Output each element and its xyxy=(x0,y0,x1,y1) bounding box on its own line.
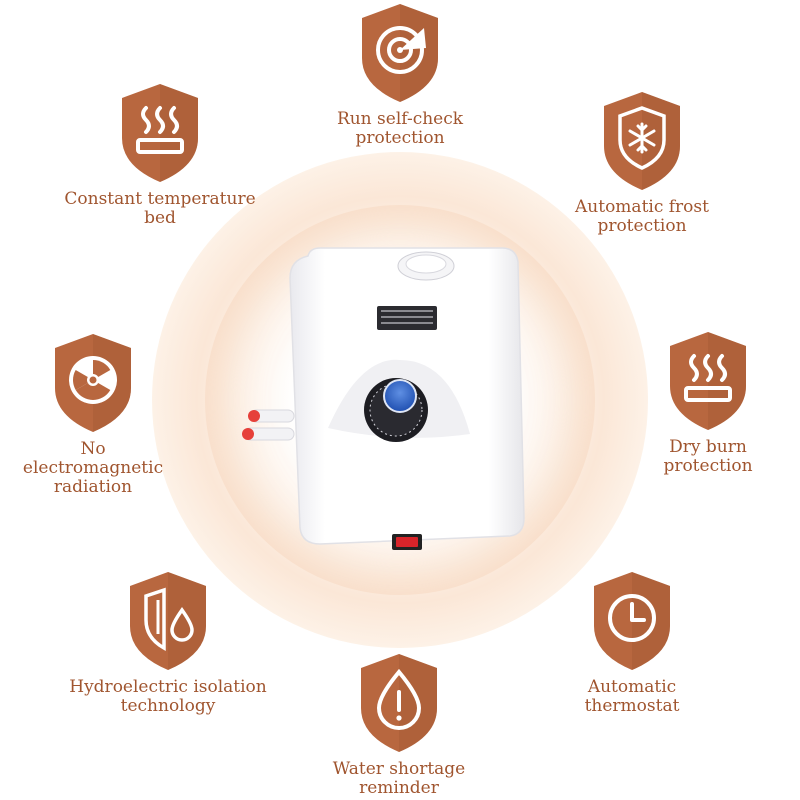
water-heater-image xyxy=(242,247,525,550)
feature-label: Hydroelectric isolation technology xyxy=(69,677,267,716)
heat-plate-icon xyxy=(122,84,198,182)
gauge-icon xyxy=(362,4,438,102)
heat-plate-icon xyxy=(670,332,746,430)
feature-run-self-check: Run self-check protection xyxy=(280,2,520,148)
feature-constant-temperature: Constant temperature bed xyxy=(40,82,280,228)
feature-no-radiation: No electromagnetic radiation xyxy=(0,332,213,497)
feature-automatic-frost: Automatic frost protection xyxy=(522,90,762,236)
feature-label: No electromagnetic radiation xyxy=(22,439,164,497)
feature-label: Automatic thermostat xyxy=(584,677,680,716)
feature-label: Automatic frost protection xyxy=(575,197,709,236)
shield-drop-icon xyxy=(130,572,206,670)
water-drop-alert-icon xyxy=(361,654,437,752)
feature-label: Dry burn protection xyxy=(663,437,753,476)
feature-label: Run self-check protection xyxy=(336,109,464,148)
feature-dry-burn: Dry burn protection xyxy=(588,330,800,476)
feature-hydroelectric-isolation: Hydroelectric isolation technology xyxy=(48,570,288,716)
clock-icon xyxy=(594,572,670,670)
feature-water-shortage: Water shortage reminder xyxy=(279,652,519,798)
feature-label: Water shortage reminder xyxy=(332,759,466,798)
feature-automatic-thermostat: Automatic thermostat xyxy=(512,570,752,716)
radiation-icon xyxy=(55,334,131,432)
feature-label: Constant temperature bed xyxy=(64,189,256,228)
snowflake-shield-icon xyxy=(604,92,680,190)
